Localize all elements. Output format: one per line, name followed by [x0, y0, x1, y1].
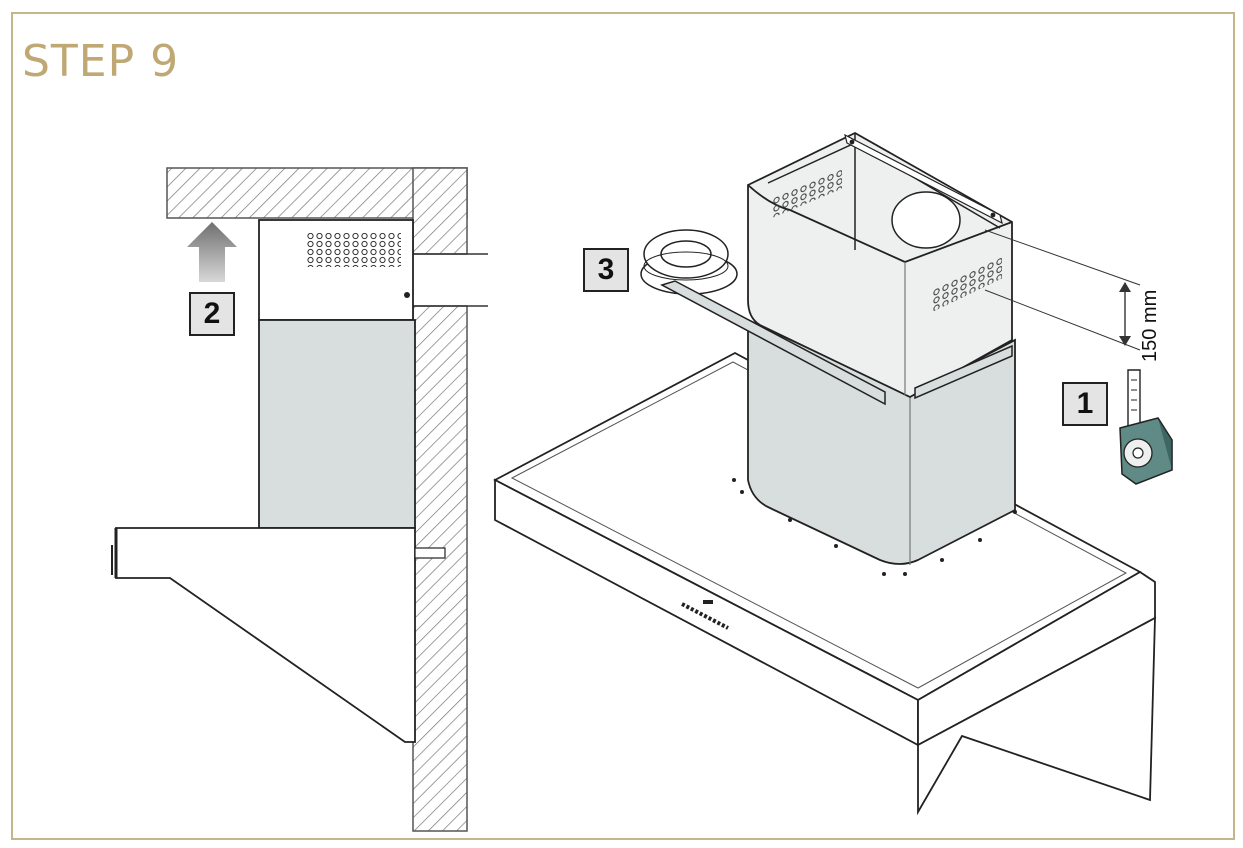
up-arrow-icon: [187, 222, 237, 282]
wall-upper-hatch: [412, 167, 468, 255]
mounting-dots: [732, 478, 1017, 576]
step-marker-3: 3: [583, 248, 629, 292]
dimension-150mm: 150 mm: [984, 229, 1161, 362]
duct-hole: [891, 191, 961, 249]
bracket-strap: [660, 280, 886, 406]
hood-side-profile: [115, 527, 416, 743]
hood-right-face: [917, 570, 1156, 747]
step-title: STEP 9: [22, 36, 180, 87]
flange-ring: [640, 229, 738, 295]
step-marker-1: 1: [1062, 382, 1108, 426]
dimension-label: 150 mm: [1139, 290, 1161, 362]
side-vent-holes: [305, 233, 401, 267]
tape-measure-icon: [1119, 369, 1173, 485]
lower-chimney-side: [258, 319, 416, 529]
side-view: [111, 167, 488, 832]
vent-holes-right: [932, 256, 1002, 312]
wall-lower-hatch: [412, 305, 468, 832]
isometric-view: 150 mm: [493, 131, 1173, 816]
hood-lower-visor: [917, 616, 1156, 816]
step-marker-2: 2: [189, 292, 235, 336]
vent-holes-left: [772, 168, 842, 218]
page-frame: [11, 12, 1235, 840]
